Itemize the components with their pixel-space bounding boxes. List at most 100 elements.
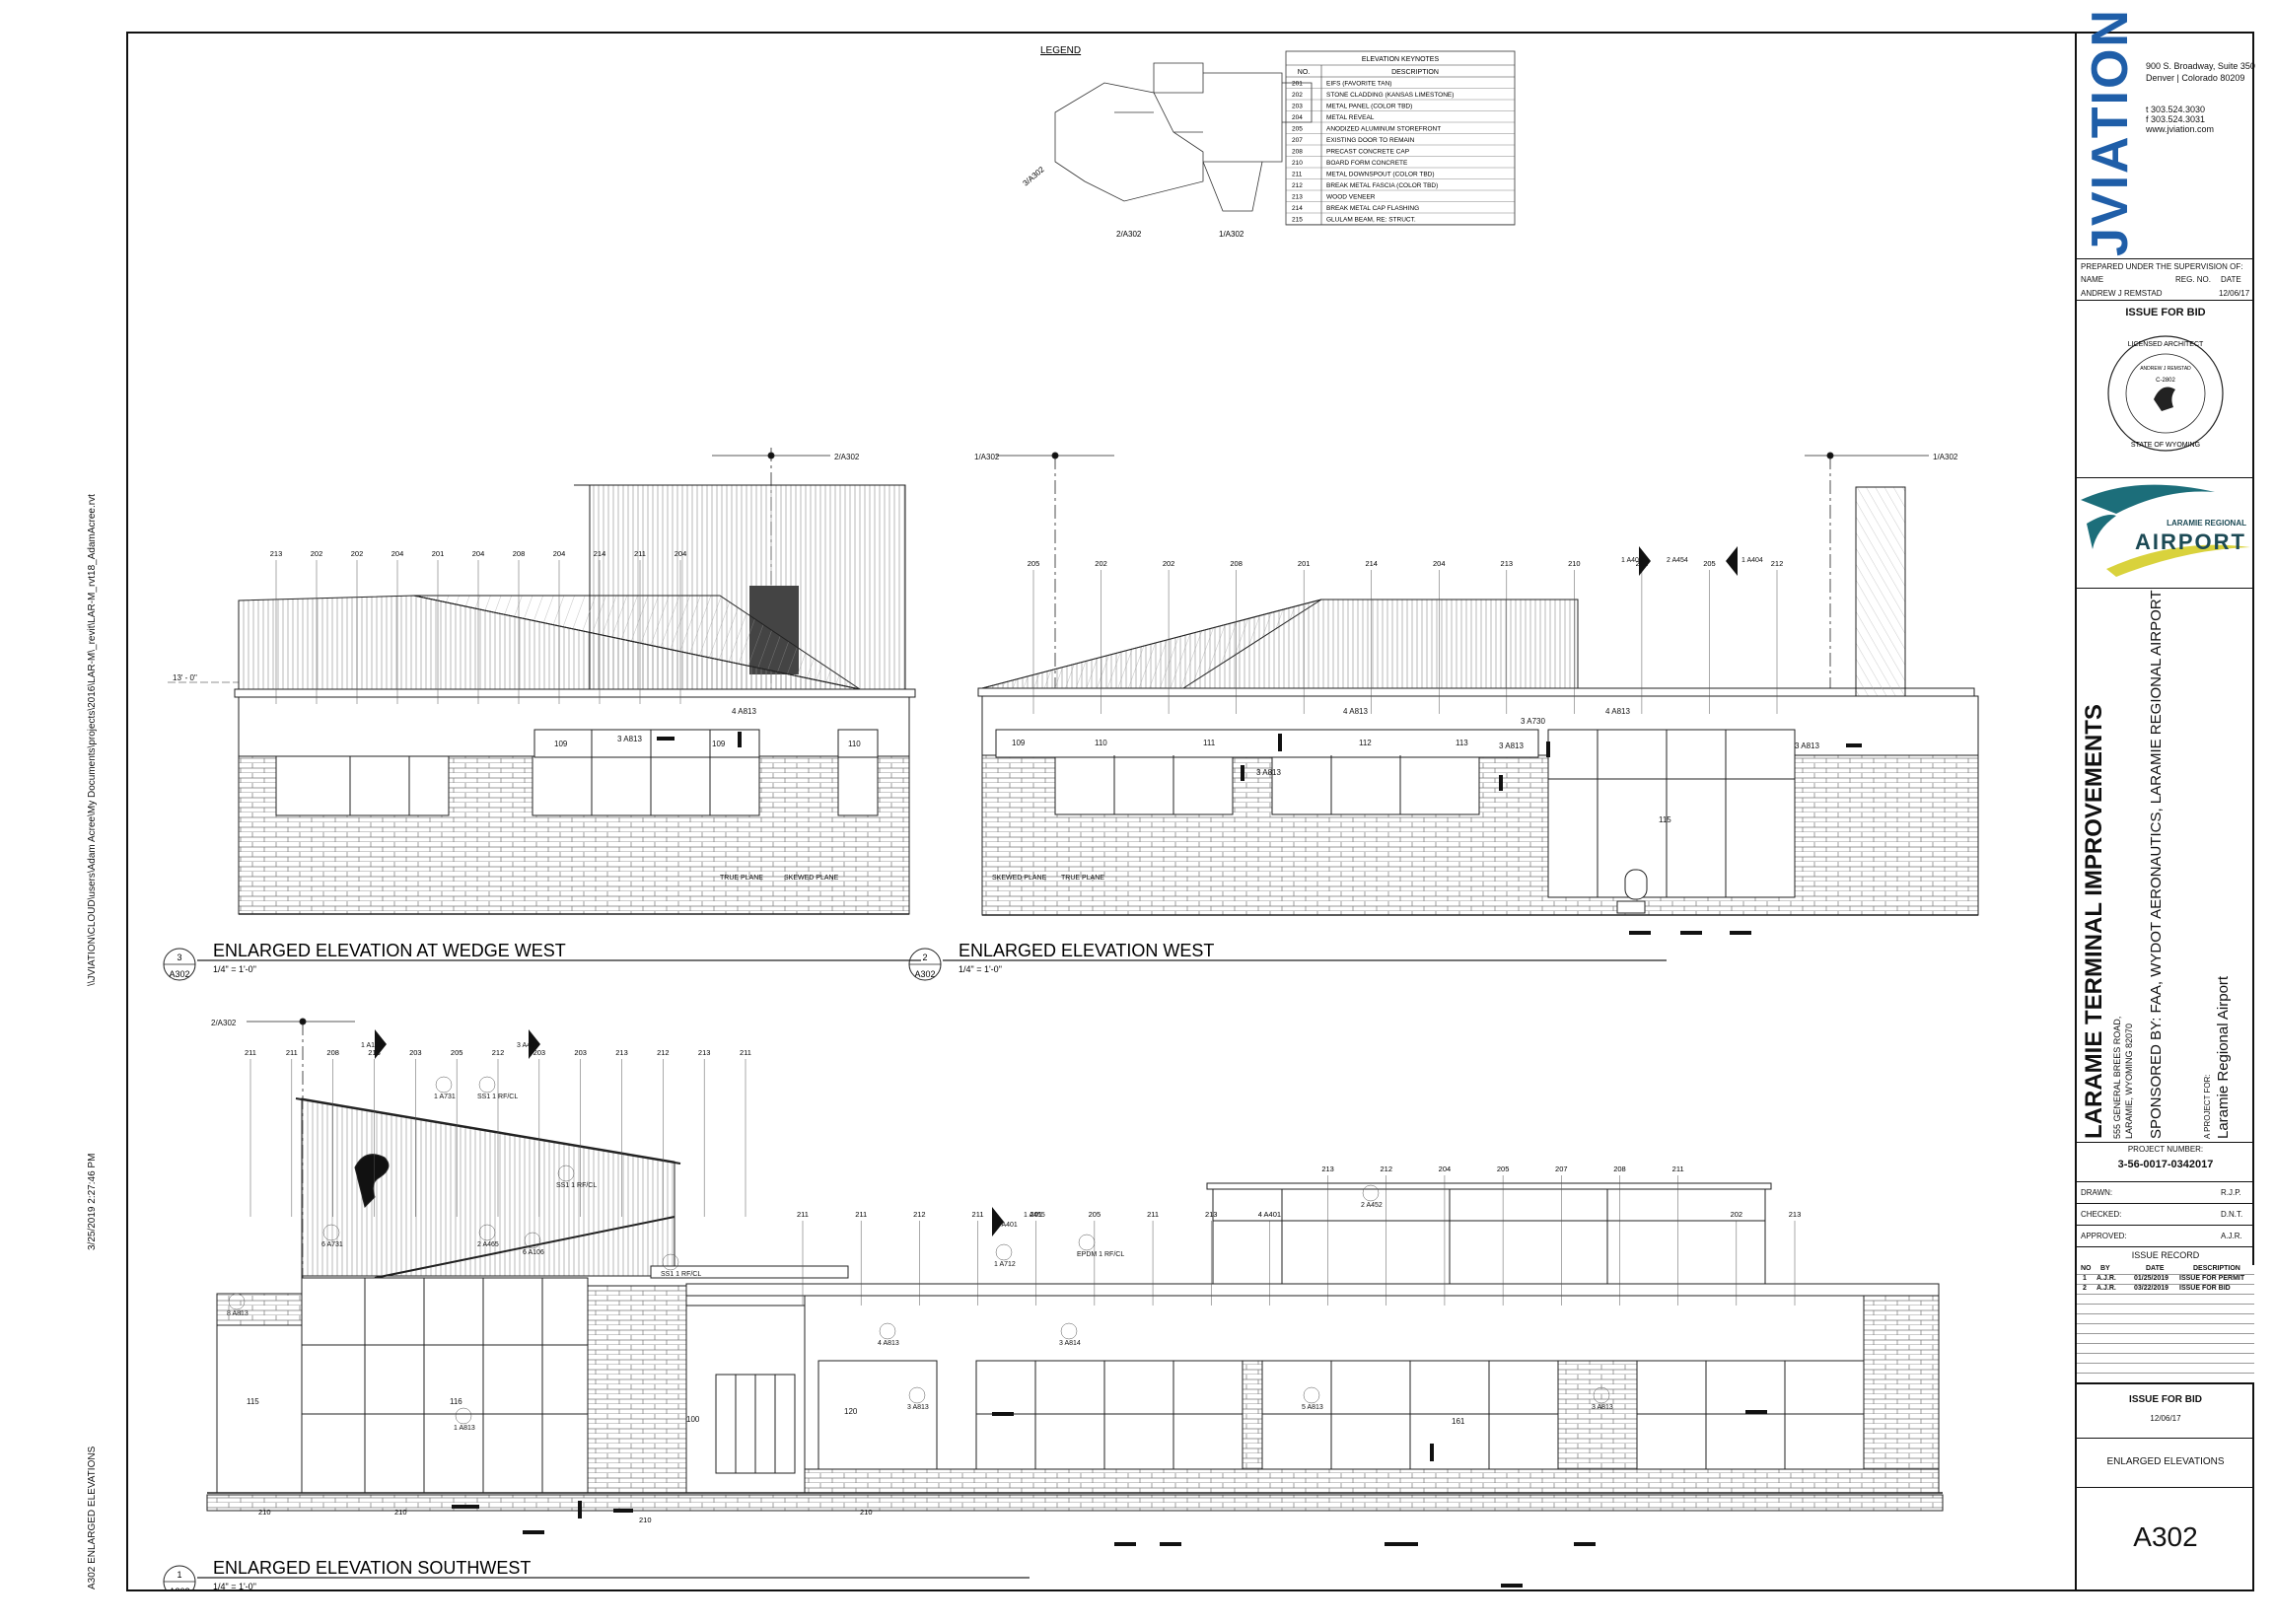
elev2-section: 1 A404 <box>1741 557 1763 564</box>
keynote-no: 205 <box>1292 126 1303 133</box>
elevation-callout: 1 A712 <box>994 1261 1016 1268</box>
elev3-rooms: 109 109 110 3 A813 4 A813 TRUE PLANE SKE… <box>554 707 861 882</box>
keynote-tag: 202 <box>1163 559 1175 568</box>
view-scale: 1/4" = 1'-0" <box>213 1582 256 1589</box>
elev2-plane: TRUE PLANE <box>1061 875 1104 882</box>
elevation-callout: 3 A813 <box>1592 1404 1613 1411</box>
drawing-sheet: LEGEND 2/A302 1/A302 3/A302 <box>126 8 2255 1598</box>
sheet-label-note: A302 ENLARGED ELEVATIONS <box>87 1446 98 1589</box>
keynote-tag: 204 <box>1433 559 1446 568</box>
keynote-tag: 211 <box>740 1048 751 1057</box>
keynote-no: 210 <box>1292 160 1303 167</box>
architect-seal: LICENSED ARCHITECT ANDREW J REMSTAD C-28… <box>2107 335 2224 452</box>
elev3-room: 109 <box>554 740 568 748</box>
keynote-desc: EIFS (FAVORITE TAN) <box>1326 81 1391 88</box>
keynote-tag: 214 <box>594 549 606 558</box>
keynote-tag: 203 <box>409 1048 422 1057</box>
elevation-callout: 8 A813 <box>227 1310 249 1317</box>
keynote-desc: BREAK METAL FASCIA (COLOR TBD) <box>1326 182 1438 189</box>
record-1-by: A.J.R. <box>2096 1275 2116 1282</box>
elev2-callout: 3 A813 <box>1256 768 1281 777</box>
elevation-callout: 3 A814 <box>1059 1340 1081 1347</box>
keynote-desc: METAL REVEAL <box>1326 114 1375 121</box>
keynote-tag: 208 <box>1230 559 1243 568</box>
firm-logo: JVIATION <box>2082 8 2139 256</box>
airport-logo: LARAMIE REGIONAL AIRPORT <box>2081 484 2250 577</box>
elev3-plane: TRUE PLANE <box>720 875 763 882</box>
elev2-callout: 4 A813 <box>1343 707 1368 716</box>
keynote-tag: 210 <box>1568 559 1581 568</box>
keynote-tag: 212 <box>1381 1165 1393 1173</box>
base-tag: 210 <box>394 1508 407 1517</box>
keynote-tag: 204 <box>1439 1165 1452 1173</box>
keynote-tag: 4 A401 <box>1258 1210 1281 1219</box>
elev1-section: 1 A401 <box>996 1222 1018 1229</box>
elev1-rooms: 115 116 100 120 161 <box>247 1397 1465 1426</box>
elev2-callout: 3 A813 <box>1499 741 1524 750</box>
seal-top-text: LICENSED ARCHITECT <box>2128 341 2204 348</box>
keynote-tag: 208 <box>326 1048 339 1057</box>
legend: LEGEND 2/A302 1/A302 3/A302 <box>1022 45 1313 239</box>
firm-address1: 900 S. Broadway, Suite 350 <box>2146 61 2255 71</box>
keynote-tag: 202 <box>1731 1210 1743 1219</box>
keynote-tag: 213 <box>1789 1210 1802 1219</box>
record-col-no: NO <box>2081 1265 2092 1272</box>
elev3-callout: 3 A813 <box>617 735 642 743</box>
legend-view-2: 2/A302 <box>1116 230 1142 239</box>
keynote-tag: 204 <box>675 549 687 558</box>
elevation-callout: 6 A731 <box>321 1241 343 1248</box>
firm-address2: Denver | Colorado 80209 <box>2146 73 2245 83</box>
seal-number: C-2802 <box>2156 378 2175 384</box>
legend-view-3: 3/A302 <box>1022 165 1047 188</box>
keynote-no: 214 <box>1292 205 1303 212</box>
base-tag: 210 <box>258 1508 271 1517</box>
elev1-ref: 2/A302 <box>211 1019 237 1027</box>
keynote-tag: 204 <box>472 549 485 558</box>
elevation-callout: 2 A452 <box>1361 1202 1383 1209</box>
drawing-area: LEGEND 2/A302 1/A302 3/A302 <box>128 34 2075 1598</box>
sheet-number: A302 <box>2133 1521 2198 1552</box>
col-reg: REG. NO. <box>2175 275 2212 284</box>
project-number-block: PROJECT NUMBER: 3-56-0017-0342017 <box>2077 1142 2254 1181</box>
firm-header: JVIATION 900 S. Broadway, Suite 350 Denv… <box>2077 8 2255 258</box>
elev2-callout: 3 A730 <box>1521 717 1545 726</box>
elev2-ref-left: 1/A302 <box>974 453 1000 461</box>
keynote-tag: 214 <box>1365 559 1378 568</box>
keynote-tag: 208 <box>1613 1165 1626 1173</box>
record-col-desc: DESCRIPTION <box>2193 1265 2240 1272</box>
elev2-room: 113 <box>1456 739 1468 747</box>
issue-top: ISSUE FOR BID <box>2125 307 2206 318</box>
col-name: NAME <box>2081 275 2104 284</box>
project-client: Laramie Regional Airport <box>2215 975 2232 1139</box>
elev1-section: 1 A455 <box>1024 1212 1045 1219</box>
record-2-by: A.J.R. <box>2096 1285 2116 1292</box>
elevation-callout: 6 A106 <box>523 1249 544 1256</box>
keynote-tag: 213 <box>1205 1210 1218 1219</box>
elev1-section: 1 A106 <box>361 1042 383 1049</box>
keynote-desc: METAL PANEL (COLOR TBD) <box>1326 104 1412 110</box>
keynote-tag: 211 <box>1147 1210 1159 1219</box>
prepared-label: PREPARED UNDER THE SUPERVISION OF: <box>2081 262 2243 271</box>
elev2-room: 115 <box>1659 815 1671 824</box>
issue-record-title: ISSUE RECORD <box>2131 1250 2200 1260</box>
keynote-tag: 205 <box>451 1048 463 1057</box>
keynote-tag: 207 <box>1555 1165 1568 1173</box>
base-tag: 210 <box>639 1516 652 1524</box>
checked-label: CHECKED: <box>2081 1210 2122 1219</box>
elevation-callout: 5 A813 <box>1302 1404 1323 1411</box>
view-number: 3 <box>177 953 181 962</box>
architect-date: 12/06/17 <box>2219 289 2250 298</box>
record-col-by: BY <box>2100 1265 2110 1272</box>
view-title: ENLARGED ELEVATION SOUTHWEST <box>213 1558 531 1578</box>
keynote-tag: 213 <box>698 1048 711 1057</box>
issue-bottom: ISSUE FOR BID 12/06/17 <box>2077 1382 2254 1438</box>
sheet-title: ENLARGED ELEVATIONS <box>2106 1456 2225 1467</box>
sheet-title-block: ENLARGED ELEVATIONS <box>2077 1438 2254 1487</box>
keynote-no: 203 <box>1292 104 1303 110</box>
elevation-callout: EPDM 1 RF/CL <box>1077 1251 1124 1258</box>
elev3-level: 13' - 0" <box>173 673 197 682</box>
approved-label: APPROVED: <box>2081 1232 2127 1240</box>
